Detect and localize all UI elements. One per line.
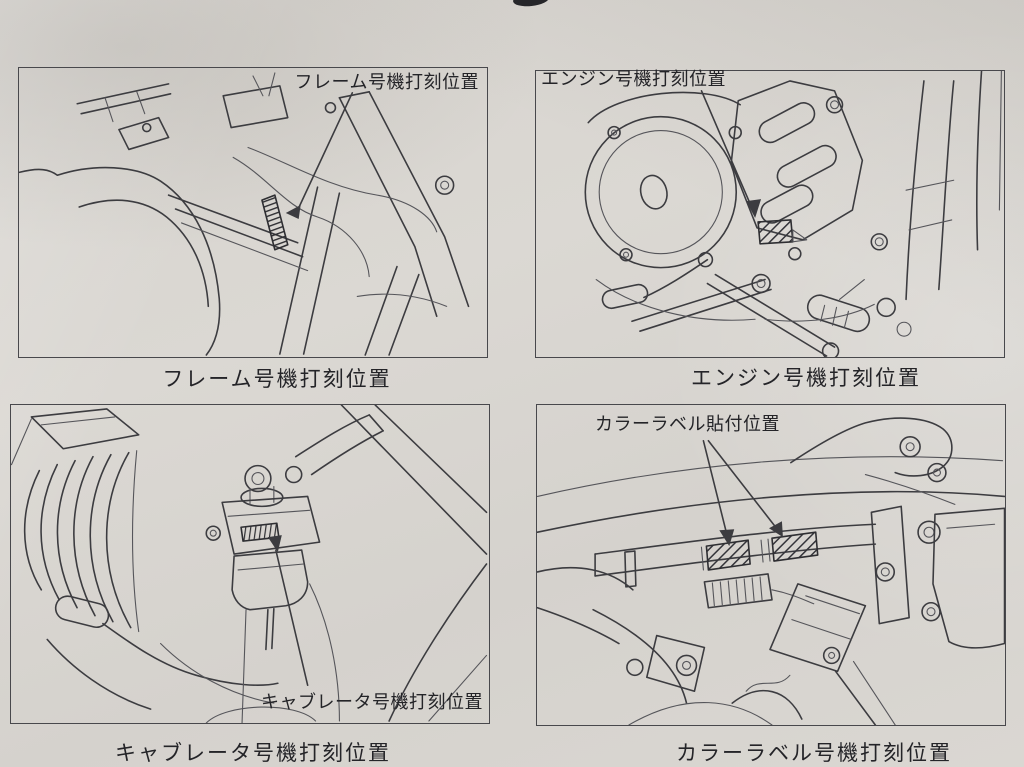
carburetor-number-callout-label: キャブレータ号機打刻位置: [261, 692, 483, 712]
engine-number-diagram: [584, 71, 1002, 357]
panel-frame-number: フレーム号機打刻位置: [18, 67, 488, 358]
engine-number-callout-label: エンジン号機打刻位置: [541, 69, 726, 89]
color-label-callout-label: カラーラベル貼付位置: [595, 414, 780, 434]
color-label-hatches: [705, 531, 819, 571]
color-label-line-art: [537, 417, 1005, 725]
engine-line-art: [584, 71, 1002, 357]
engine-number-caption: エンジン号機打刻位置: [691, 367, 921, 390]
carburetor-number-caption: キャブレータ号機打刻位置: [115, 742, 391, 765]
frame-stamp-hatch: [261, 194, 289, 251]
engine-pointer-arrow: [700, 90, 762, 218]
color-label-pointer-arrows: [702, 439, 783, 547]
carburetor-line-art: [11, 405, 488, 723]
panel-engine-number: エンジン号機打刻位置: [535, 69, 1005, 358]
frame-line-art: [19, 72, 470, 356]
engine-stamp-hatch: [757, 219, 808, 245]
frame-number-callout-label: フレーム号機打刻位置: [294, 72, 479, 92]
frame-number-diagram: [19, 72, 470, 356]
color-label-diagram: [537, 417, 1005, 725]
color-label-caption: カラーラベル号機打刻位置: [676, 742, 952, 765]
frame-number-caption: フレーム号機打刻位置: [162, 368, 392, 391]
cut-off-print-mark: [512, 0, 550, 8]
panel-carburetor-number: キャブレータ号機打刻位置: [10, 404, 490, 724]
frame-pointer-arrow: [285, 92, 354, 219]
carburetor-number-diagram: [11, 405, 488, 723]
carburetor-pointer-arrow: [267, 535, 309, 687]
panel-color-label: カラーラベル貼付位置: [536, 404, 1006, 726]
